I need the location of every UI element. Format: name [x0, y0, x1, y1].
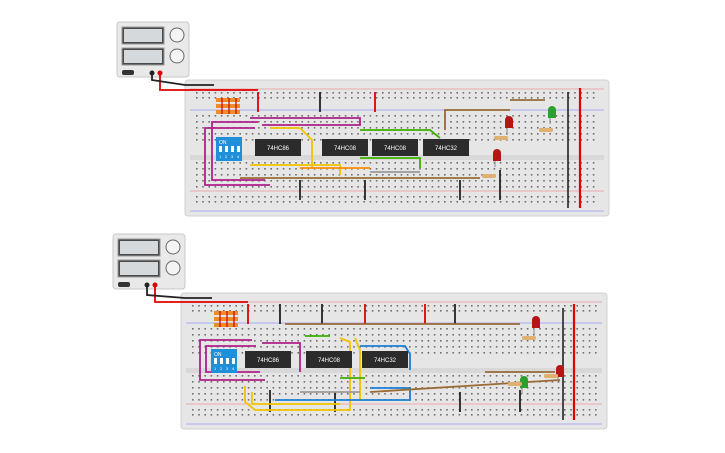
power-supply[interactable] [112, 233, 186, 290]
circuit-bottom: ON 1 2 3 4 74HC86 74HC08 74HC32 [112, 233, 608, 430]
wire-yellow [354, 337, 361, 400]
dip-on-label: ON [214, 352, 222, 358]
wire-red [159, 73, 258, 91]
dip-on-label: ON [219, 140, 227, 146]
chip-74hc08[interactable]: 74HC08 [306, 351, 352, 368]
chip-label: 74HC32 [374, 358, 397, 364]
dip-pos-2: 2 [225, 154, 228, 159]
wire-red [154, 285, 248, 303]
dip-pos-1: 1 [214, 366, 217, 371]
power-supply[interactable] [116, 21, 190, 78]
wire-black [146, 285, 212, 299]
resistor[interactable] [482, 128, 553, 178]
led-green[interactable] [520, 376, 528, 394]
wire-black [151, 73, 214, 86]
chip-label: 74HC86 [267, 146, 290, 152]
wire-purple [250, 117, 361, 126]
chip-label: 74HC08 [384, 146, 407, 152]
wires[interactable] [146, 285, 576, 420]
led-red[interactable] [505, 116, 513, 134]
wire-yellow [270, 127, 313, 168]
led-red[interactable] [493, 149, 501, 167]
chip-74hc32[interactable]: 74HC32 [423, 139, 469, 156]
wire-brown [369, 379, 561, 393]
wire-blue [275, 387, 411, 401]
dip-pos-4: 4 [237, 154, 240, 159]
wire-purple [199, 339, 265, 381]
dip-switch[interactable]: ON 1 2 3 4 [211, 349, 237, 373]
dip-switch[interactable]: ON 1 2 3 4 [216, 137, 242, 161]
wires[interactable] [151, 73, 582, 208]
wire-green [360, 157, 421, 168]
dip-pos-2: 2 [220, 366, 223, 371]
dip-pos-3: 3 [226, 366, 229, 371]
wire-purple [204, 127, 270, 186]
chip-label: 74HC86 [257, 358, 280, 364]
wire-blue [360, 345, 411, 370]
led-red[interactable] [556, 365, 564, 383]
wire-yellow [251, 392, 340, 405]
circuit-top: ON 1 2 3 4 74HC86 74HC08 74HC08 74HC32 [116, 21, 610, 217]
dip-pos-4: 4 [232, 366, 235, 371]
chip-label: 74HC32 [435, 146, 458, 152]
chip-74hc32[interactable]: 74HC32 [362, 351, 408, 368]
chip-74hc08[interactable]: 74HC08 [372, 139, 418, 156]
chip-label: 74HC08 [334, 146, 357, 152]
chip-74hc08[interactable]: 74HC08 [322, 139, 368, 156]
resistor[interactable] [508, 336, 558, 386]
wire-yellow [250, 164, 341, 175]
chip-74hc86[interactable]: 74HC86 [255, 139, 301, 156]
dip-pos-3: 3 [231, 154, 234, 159]
chip-74hc86[interactable]: 74HC86 [245, 351, 291, 368]
resistor-array[interactable] [214, 311, 238, 327]
wire-brown [444, 109, 510, 130]
chip-label: 74HC08 [318, 358, 341, 364]
dip-pos-1: 1 [219, 154, 222, 159]
wire-purple [211, 121, 265, 181]
wire-yellow [244, 337, 351, 411]
led-green[interactable] [548, 106, 556, 124]
wire-purple [262, 342, 301, 372]
resistor-array[interactable] [216, 98, 240, 114]
led-red[interactable] [532, 316, 540, 334]
wire-green [360, 129, 441, 139]
